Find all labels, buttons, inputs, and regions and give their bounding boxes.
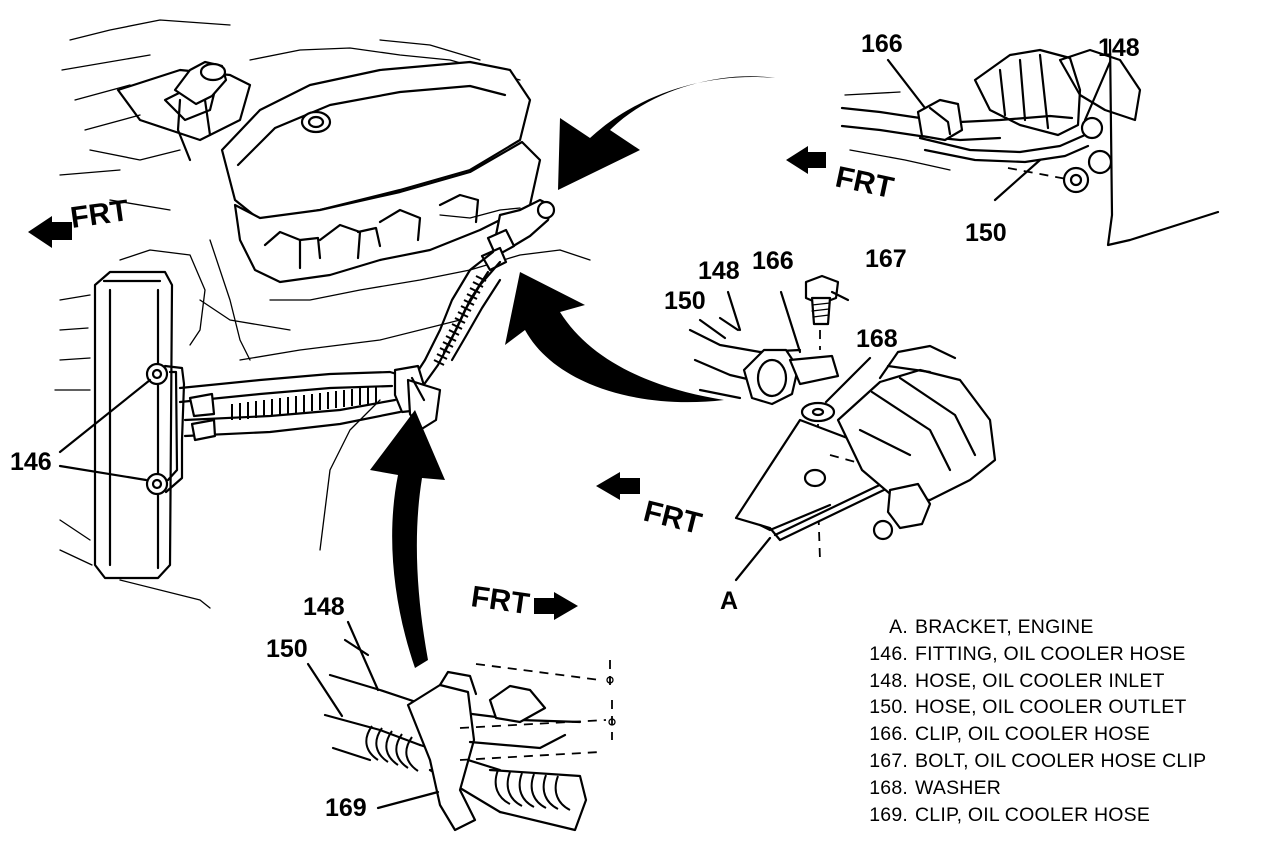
arrow-middle xyxy=(505,272,724,403)
callout-arrows xyxy=(370,76,775,668)
parts-legend: A. BRACKET, ENGINE 146. FITTING, OIL COOLE… xyxy=(852,614,1206,828)
legend-key: 148. xyxy=(869,669,908,692)
frt-label-mid: FRT xyxy=(640,495,705,541)
callout-a: A xyxy=(720,587,738,615)
legend-key: 150. xyxy=(869,696,908,719)
legend-text: CLIP, OIL COOLER HOSE xyxy=(915,803,1151,826)
callout-150-mid: 150 xyxy=(664,287,706,315)
legend-item: 166. CLIP, OIL COOLER HOSE xyxy=(852,721,1206,748)
legend-text: FITTING, OIL COOLER HOSE xyxy=(915,642,1186,665)
top-right-inset xyxy=(786,38,1220,247)
legend-text: HOSE, OIL COOLER INLET xyxy=(915,669,1165,692)
callout-150-bottom: 150 xyxy=(266,635,308,663)
left-markers xyxy=(28,216,152,482)
legend-text: BOLT, OIL COOLER HOSE CLIP xyxy=(915,749,1207,772)
callout-169: 169 xyxy=(325,794,367,822)
legend-text: WASHER xyxy=(915,776,1002,799)
frt-label-bottom: FRT xyxy=(469,580,531,621)
callout-148-mid: 148 xyxy=(698,257,740,285)
callout-167: 167 xyxy=(865,245,907,273)
callout-150-top: 150 xyxy=(965,219,1007,247)
legend-item: 168. WASHER xyxy=(852,775,1206,802)
callout-148-top: 148 xyxy=(1098,34,1140,62)
legend-item: 169. CLIP, OIL COOLER HOSE xyxy=(852,802,1206,829)
legend-key: 169. xyxy=(869,803,908,826)
callout-148-bottom: 148 xyxy=(303,593,345,621)
callout-166-top: 166 xyxy=(861,30,903,58)
legend-key: 167. xyxy=(869,749,908,772)
legend-key: A. xyxy=(889,616,908,638)
clip-inset xyxy=(306,592,616,832)
frt-label-top-right: FRT xyxy=(833,161,897,205)
arrow-bottom xyxy=(370,410,445,668)
legend-key: 168. xyxy=(869,776,908,799)
legend-text: HOSE, OIL COOLER OUTLET xyxy=(915,696,1187,719)
legend-item: 148. HOSE, OIL COOLER INLET xyxy=(852,668,1206,695)
legend-key: 166. xyxy=(869,723,908,746)
callout-168: 168 xyxy=(856,325,898,353)
legend-item: 146. FITTING, OIL COOLER HOSE xyxy=(852,641,1206,668)
legend-item: 150. HOSE, OIL COOLER OUTLET xyxy=(852,694,1206,721)
legend-item: 167. BOLT, OIL COOLER HOSE CLIP xyxy=(852,748,1206,775)
legend-text: BRACKET, ENGINE xyxy=(915,616,1094,638)
arrow-top xyxy=(558,76,775,190)
callout-166-mid: 166 xyxy=(752,247,794,275)
bracket-inset xyxy=(596,274,997,582)
frt-label-left: FRT xyxy=(68,194,130,235)
callout-146: 146 xyxy=(10,448,52,476)
legend-item: A. BRACKET, ENGINE xyxy=(852,614,1206,641)
engine-illustration xyxy=(54,19,591,609)
legend-key: 146. xyxy=(869,642,908,665)
legend-text: CLIP, OIL COOLER HOSE xyxy=(915,723,1151,746)
